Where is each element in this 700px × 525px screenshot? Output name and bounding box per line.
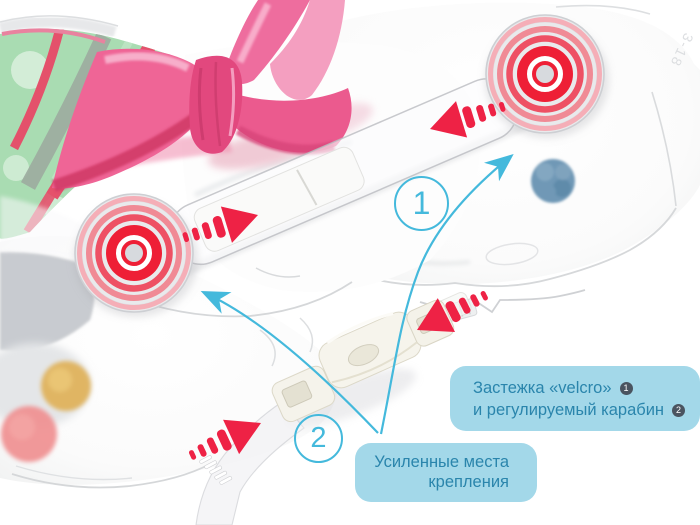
- ring-rim-edge: [0, 15, 119, 27]
- callout-fastener-line2: и регулируемый карабин: [473, 401, 665, 419]
- bow: [52, 0, 352, 192]
- cyan-arrow-to-left-target: [200, 291, 379, 434]
- marker-1-number: 1: [412, 185, 431, 221]
- badge-1: 1: [619, 381, 633, 395]
- pompom-salmon: [1, 406, 57, 462]
- marker-carabiner: 2: [294, 414, 343, 463]
- buckle-shadow: [283, 368, 417, 428]
- cyan-arrows: [200, 153, 514, 435]
- callout-reinforced-line2: крепления: [428, 473, 509, 491]
- pompom-yellow: [41, 361, 91, 411]
- valve-mark: [485, 242, 539, 266]
- callout-reinforced: Усиленные места крепления: [355, 443, 537, 502]
- ring-rim-top-left: [0, 16, 117, 38]
- badge-2: 2: [672, 403, 686, 417]
- marker-velcro-strap: 1: [394, 176, 449, 231]
- callout-fastener: Застежка «velcro» 1 и регулируемый караби…: [450, 366, 700, 431]
- marker-2-number: 2: [310, 422, 327, 454]
- strap-stitches: [199, 455, 233, 485]
- cyan-arrow-to-right-target: [379, 153, 514, 435]
- pompom-blue: [531, 159, 575, 203]
- callout-fastener-line1: Застежка «velcro»: [473, 379, 612, 397]
- bottom-strap: [195, 401, 305, 525]
- callout-reinforced-line1: Усиленные места: [374, 453, 509, 471]
